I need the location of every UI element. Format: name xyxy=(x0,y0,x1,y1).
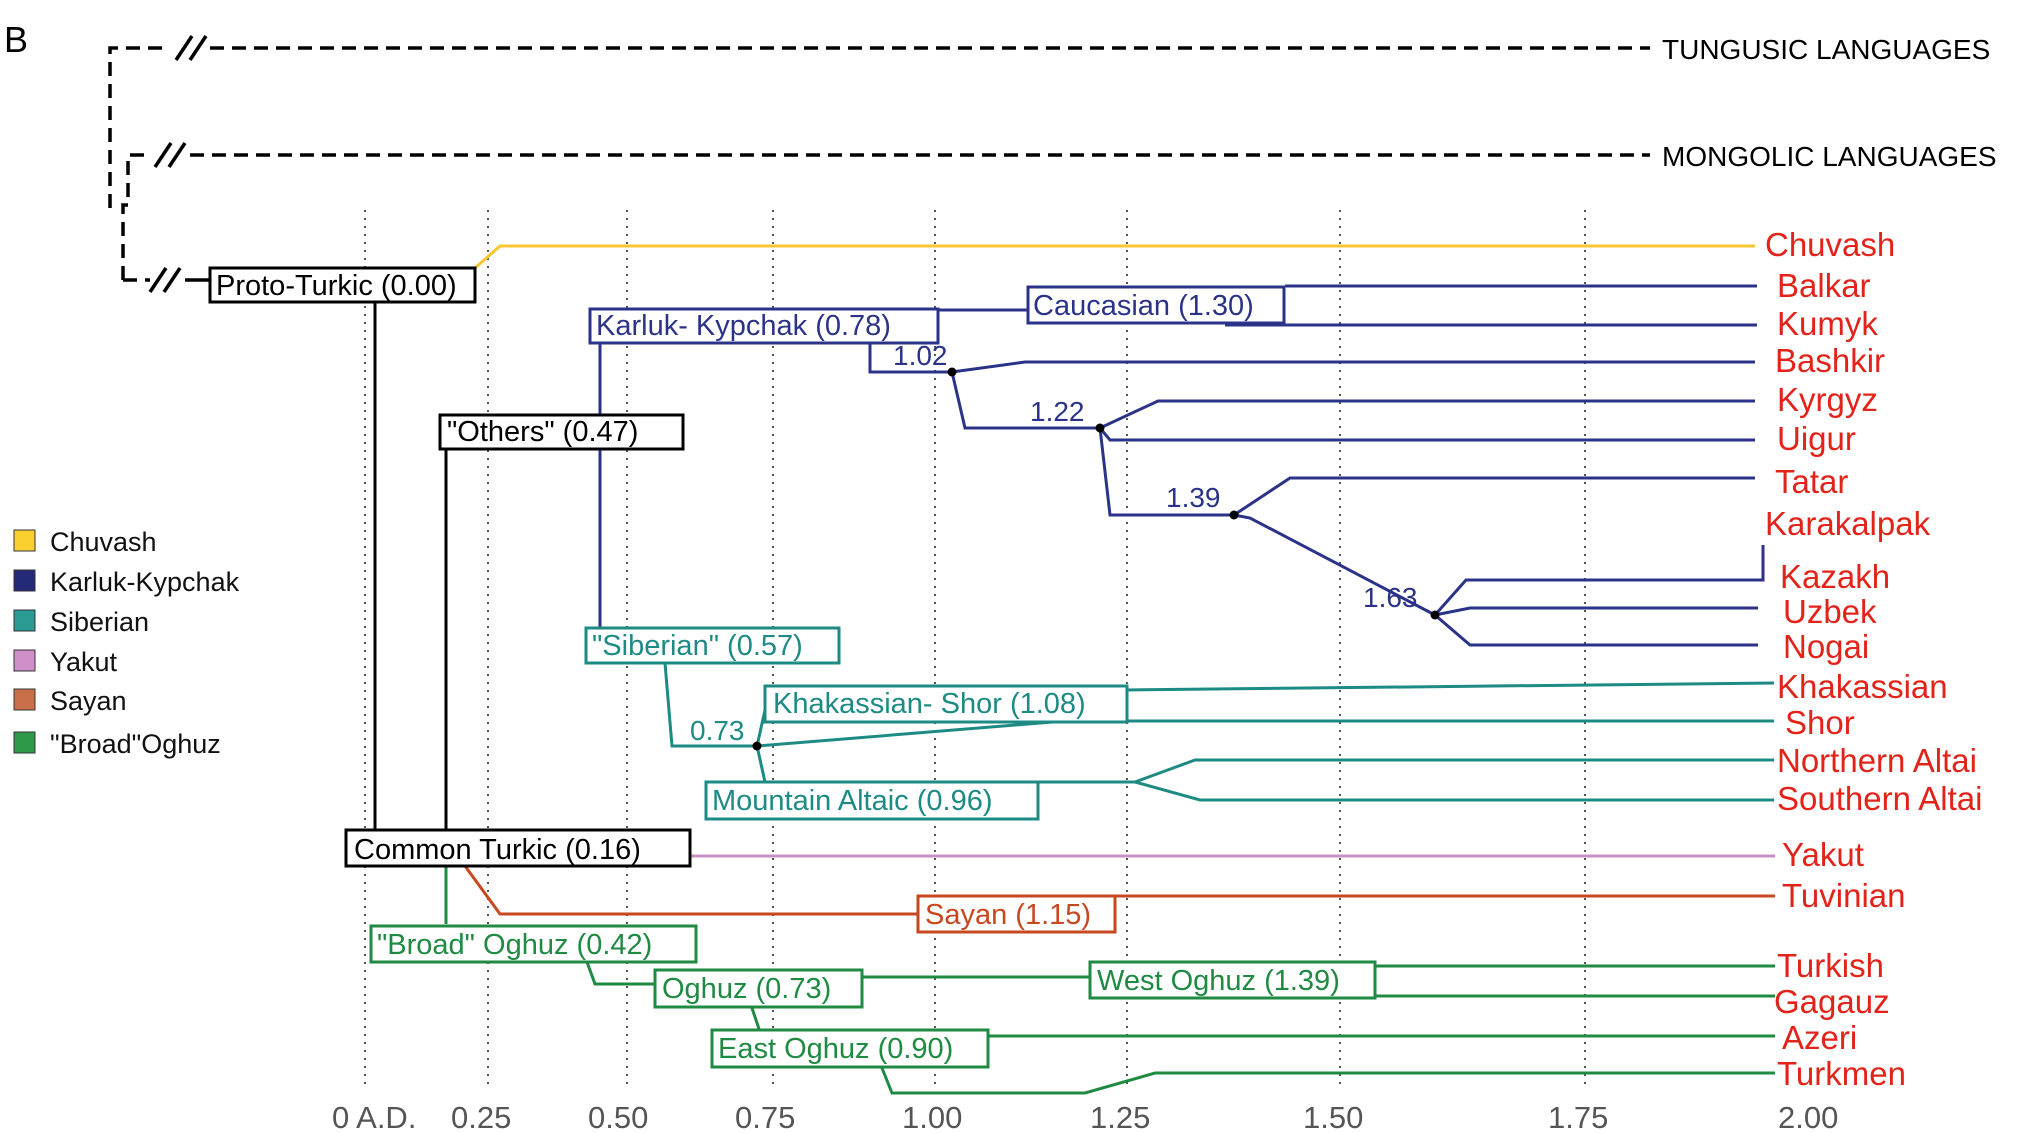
legend-item-karluk-kypchak: Karluk-Kypchak xyxy=(13,567,240,597)
lang-khakassian: Khakassian xyxy=(1777,668,1948,705)
svg-text:"Broad" Oghuz (0.42): "Broad" Oghuz (0.42) xyxy=(377,929,652,961)
lang-kyrgyz: Kyrgyz xyxy=(1777,381,1878,418)
node-box-proto-turkic: Proto-Turkic (0.00) xyxy=(208,266,477,304)
lang-yakut: Yakut xyxy=(1782,836,1864,873)
siberian-branches xyxy=(663,662,1775,802)
node-box-sayan: Sayan (1.15) xyxy=(916,894,1117,934)
lang-nogai: Nogai xyxy=(1783,628,1869,665)
svg-text:Sayan: Sayan xyxy=(50,686,127,716)
legend-item-chuvash: Chuvash xyxy=(13,527,157,557)
node-box-siberian: "Siberian" (0.57) xyxy=(584,626,841,665)
node-box-khakassian-shor: Khakassian- Shor (1.08) xyxy=(763,684,1129,724)
lang-azeri: Azeri xyxy=(1782,1019,1857,1056)
language-labels: Chuvash Balkar Kumyk Bashkir Kyrgyz Uigu… xyxy=(1765,226,1982,1092)
split-label-122: 1.22 xyxy=(1030,396,1085,427)
backbone-branches xyxy=(373,298,448,830)
svg-text:"Siberian" (0.57): "Siberian" (0.57) xyxy=(592,630,803,662)
sayan-branches xyxy=(463,865,1775,916)
lang-chuvash: Chuvash xyxy=(1765,226,1895,263)
node-box-common-turkic: Common Turkic (0.16) xyxy=(344,828,692,868)
svg-text:Proto-Turkic (0.00): Proto-Turkic (0.00) xyxy=(216,270,457,302)
tick-label: 0 A.D. xyxy=(332,1100,416,1133)
lang-uigur: Uigur xyxy=(1777,420,1856,457)
split-label-073: 0.73 xyxy=(690,715,745,746)
tick-label: 0.25 xyxy=(451,1100,511,1133)
node-box-mountain-altaic: Mountain Altaic (0.96) xyxy=(704,780,1040,821)
svg-text:Karluk- Kypchak (0.78): Karluk- Kypchak (0.78) xyxy=(596,310,891,342)
branch-chuvash xyxy=(474,244,1755,270)
axis-breaks xyxy=(148,35,210,293)
panel-letter: B xyxy=(4,19,28,60)
lang-balkar: Balkar xyxy=(1777,267,1871,304)
svg-text:"Broad"Oghuz: "Broad"Oghuz xyxy=(50,729,221,759)
legend: Chuvash Karluk-Kypchak Siberian Yakut Sa… xyxy=(13,527,240,759)
split-label-139: 1.39 xyxy=(1166,482,1221,513)
lang-kumyk: Kumyk xyxy=(1777,305,1878,342)
outgroup-label-tungusic: TUNGUSIC LANGUAGES xyxy=(1662,34,1990,65)
tick-label: 1.50 xyxy=(1303,1100,1363,1133)
lang-tatar: Tatar xyxy=(1775,463,1848,500)
lang-southern-altai: Southern Altai xyxy=(1777,780,1982,817)
node-dot xyxy=(752,741,762,751)
svg-text:Khakassian- Shor (1.08): Khakassian- Shor (1.08) xyxy=(773,688,1086,720)
svg-text:West Oghuz (1.39): West Oghuz (1.39) xyxy=(1097,965,1340,997)
svg-text:Mountain Altaic (0.96): Mountain Altaic (0.96) xyxy=(712,785,992,817)
legend-item-yakut: Yakut xyxy=(13,647,118,677)
svg-text:Oghuz (0.73): Oghuz (0.73) xyxy=(662,973,831,1005)
node-box-karluk-kypchak: Karluk- Kypchak (0.78) xyxy=(588,307,940,345)
node-box-east-oghuz: East Oghuz (0.90) xyxy=(710,1028,990,1069)
svg-text:Chuvash: Chuvash xyxy=(50,527,157,557)
lang-turkmen: Turkmen xyxy=(1777,1055,1906,1092)
svg-text:"Others" (0.47): "Others" (0.47) xyxy=(447,416,638,448)
node-dot xyxy=(1095,423,1105,433)
svg-text:Caucasian (1.30): Caucasian (1.30) xyxy=(1033,290,1254,322)
svg-text:Siberian: Siberian xyxy=(50,607,149,637)
lang-karakalpak: Karakalpak xyxy=(1765,505,1931,542)
node-dot xyxy=(947,367,957,377)
node-box-west-oghuz: West Oghuz (1.39) xyxy=(1088,960,1377,1000)
node-box-others: "Others" (0.47) xyxy=(438,413,685,451)
svg-text:Common Turkic (0.16): Common Turkic (0.16) xyxy=(354,834,641,866)
node-box-oghuz: Oghuz (0.73) xyxy=(653,968,864,1009)
outgroup-label-mongolic: MONGOLIC LANGUAGES xyxy=(1662,141,1997,172)
lang-uzbek: Uzbek xyxy=(1783,593,1877,630)
split-label-102: 1.02 xyxy=(893,340,948,371)
svg-text:Yakut: Yakut xyxy=(50,647,118,677)
tick-label: 0.50 xyxy=(588,1100,648,1133)
outgroup-branches xyxy=(108,46,1650,282)
tick-label: 1.25 xyxy=(1090,1100,1150,1133)
lang-bashkir: Bashkir xyxy=(1775,342,1885,379)
tick-label: 1.00 xyxy=(902,1100,962,1133)
tick-label: 0.75 xyxy=(735,1100,795,1133)
node-box-broad-oghuz: "Broad" Oghuz (0.42) xyxy=(369,924,698,964)
legend-item-sayan: Sayan xyxy=(13,686,127,716)
legend-item-siberian: Siberian xyxy=(13,607,149,637)
node-dot xyxy=(1430,610,1440,620)
split-label-163: 1.63 xyxy=(1363,582,1418,613)
lang-shor: Shor xyxy=(1785,704,1855,741)
karluk-nodes xyxy=(947,367,1440,620)
lang-turkish: Turkish xyxy=(1777,947,1884,984)
mongolic-stem xyxy=(121,153,150,280)
tick-label: 2.00 xyxy=(1778,1100,1838,1133)
svg-text:Karluk-Kypchak: Karluk-Kypchak xyxy=(50,567,240,597)
tungusic-stem xyxy=(108,46,170,208)
legend-item-broad-oghuz: "Broad"Oghuz xyxy=(13,729,221,759)
node-dot xyxy=(1229,510,1239,520)
time-axis: 0 A.D. 0.25 0.50 0.75 1.00 1.25 1.50 1.7… xyxy=(332,1100,1838,1133)
tick-label: 1.75 xyxy=(1548,1100,1608,1133)
lang-tuvinian: Tuvinian xyxy=(1782,877,1906,914)
svg-text:Sayan (1.15): Sayan (1.15) xyxy=(925,899,1091,931)
lang-kazakh: Kazakh xyxy=(1780,558,1890,595)
svg-text:East Oghuz (0.90): East Oghuz (0.90) xyxy=(718,1033,953,1065)
node-box-caucasian: Caucasian (1.30) xyxy=(1026,285,1286,325)
lang-gagauz: Gagauz xyxy=(1774,983,1890,1020)
lang-northern-altai: Northern Altai xyxy=(1777,742,1977,779)
